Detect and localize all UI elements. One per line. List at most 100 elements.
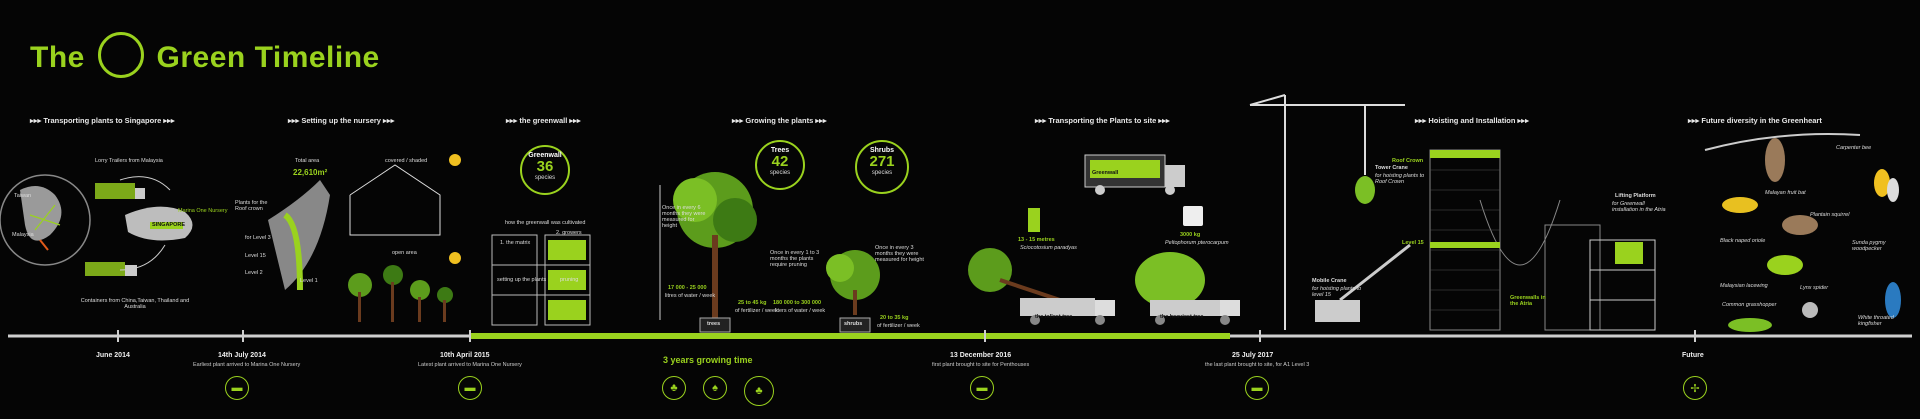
tallest-species: Sciocotosium paradyas — [1020, 245, 1077, 251]
title-main: Green Timeline — [156, 40, 380, 74]
fert-trees: 25 to 45 kg — [738, 300, 767, 306]
woodpecker-icon — [1887, 178, 1899, 202]
oriole-icon — [1722, 197, 1758, 213]
lorry-icon — [95, 183, 135, 199]
open-area-label: open area — [392, 250, 417, 256]
section-transport: ▸▸▸ Transporting plants to Singapore ▸▸▸ — [30, 116, 175, 125]
level2-label: Level 2 — [245, 270, 263, 276]
trees-badge-label: Trees — [770, 147, 790, 154]
greenwalls-atria-label: Greenwalls in the Atria — [1510, 295, 1546, 307]
tallest-height: 13 - 15 metres — [1018, 237, 1055, 243]
greenwall-truck-icon — [1084, 154, 1185, 195]
growing-time-label: 3 years growing time — [663, 355, 753, 365]
shrubs-tag: shrubs — [844, 321, 863, 327]
asia-map-shape — [20, 186, 62, 241]
mobile-crane-label: Mobile Crane — [1312, 278, 1347, 284]
growing-note-2: Once in every 1 to 3 months the plants r… — [770, 250, 820, 268]
timeline-desc: the last plant brought to site, for A1 L… — [1205, 362, 1310, 368]
trees-badge-num: 42 — [771, 153, 789, 170]
shrubs-badge-species: species — [871, 170, 893, 176]
lifting-label: Lifting Platform — [1615, 193, 1656, 199]
singapore-label: SINGAPORE — [152, 222, 186, 228]
taiwan-label: Taiwan — [14, 193, 32, 199]
heaviest-weight: 3000 kg — [1180, 232, 1201, 238]
total-area-label: Total area — [295, 158, 320, 164]
level3-label: for Level 3 — [245, 235, 271, 241]
greenwall-pruning: pruning — [560, 277, 579, 283]
trees-badge: Trees 42 species — [755, 140, 805, 190]
shrubs-badge-num: 271 — [869, 153, 895, 170]
greenwall-badge-num: 36 — [536, 158, 554, 175]
growing-period-bar — [470, 333, 1230, 339]
fert-shrubs-unit: of fertilizer / week — [877, 323, 920, 329]
section-future: ▸▸▸ Future diversity in the Greenheart — [1688, 116, 1822, 125]
water-trees-unit: litres of water / week — [665, 293, 716, 299]
lorry-label: Lorry Trailers from Malaysia — [95, 158, 163, 164]
water-shrubs: 180 000 to 300 000 — [773, 300, 822, 306]
containers-label: Containers from China,Taiwan, Thailand a… — [80, 298, 190, 310]
tower-crane-note: for hoisting plants to Roof Crown — [1375, 173, 1425, 185]
shrubs-badge-label: Shrubs — [869, 147, 895, 154]
greenwall-truck-label: Greenwall — [1092, 170, 1119, 176]
malaysia-label: Malaysia — [12, 232, 34, 238]
heaviest-label: the heaviest tree — [1160, 314, 1204, 320]
timeline-date: June 2014 — [96, 352, 130, 359]
timeline-date: 10th April 2015 — [440, 352, 490, 359]
lifting-note: for Greenwall installation in the Atria — [1612, 201, 1666, 213]
title-pre: The — [30, 40, 85, 74]
species-label: Plantain squirrel — [1810, 212, 1850, 218]
greenwall-racks — [491, 234, 591, 326]
species-label: Sunda pygmy woodpecker — [1852, 240, 1886, 252]
species-label: Malaysian lacewing — [1720, 283, 1768, 289]
species-label: White throated kingfisher — [1858, 315, 1894, 327]
timeline-desc: Earliest plant arrived to Marina One Nur… — [193, 362, 301, 368]
page-title: The Green Timeline — [30, 32, 380, 82]
timeline-desc: Latest plant arrived to Marina One Nurse… — [418, 362, 522, 368]
level1-label: Level 1 — [300, 278, 318, 284]
roof-plants-label: Plants for the Roof crown — [235, 200, 268, 212]
species-label: Lynx spider — [1800, 285, 1829, 291]
truck-icon: ▬ — [970, 376, 994, 400]
growing-note-3: Once in every 3 months they were measure… — [875, 245, 924, 263]
sun-icon-2 — [449, 252, 461, 264]
globe-icon — [0, 174, 91, 266]
mobile-crane-icon — [1339, 243, 1411, 302]
sun-icon — [449, 154, 461, 166]
tower-crane-icon — [1249, 94, 1405, 330]
height-icon — [1028, 208, 1040, 232]
greenwall-badge-species: species — [534, 175, 556, 181]
species-label: Carpenter bee — [1836, 145, 1872, 151]
level15-hoist-label: Level 15 — [1402, 240, 1424, 246]
greenwall-setting: setting up the plants — [497, 277, 547, 283]
section-nursery: ▸▸▸ Setting up the nursery ▸▸▸ — [288, 116, 395, 125]
truck-icon: ▬ — [225, 376, 249, 400]
roof-crown-label: Roof Crown — [1392, 158, 1424, 164]
section-hoisting: ▸▸▸ Hoisting and Installation ▸▸▸ — [1415, 116, 1529, 125]
water-trees: 17 000 - 25 000 — [668, 285, 707, 291]
species-label: Common grasshopper — [1722, 302, 1777, 308]
nursery-plants — [348, 265, 453, 322]
truck-icon: ▬ — [1245, 376, 1269, 400]
marina-label: Marina One Nursery — [178, 208, 228, 214]
branch — [1704, 133, 1861, 151]
shrubs-badge: Shrubs 271 species — [855, 140, 909, 194]
total-area-value: 22,610m² — [293, 168, 328, 177]
species-label: Black naped oriole — [1720, 238, 1766, 244]
heaviest-tree-truck — [1135, 252, 1240, 325]
trees-badge-species: species — [769, 170, 791, 176]
timeline-date: 13 December 2016 — [950, 352, 1012, 359]
squirrel-icon — [1782, 215, 1818, 235]
timeline-date: Future — [1682, 352, 1704, 359]
grasshopper-icon — [1728, 318, 1772, 332]
container-icon — [85, 262, 125, 276]
covered-label: covered / shaded — [385, 158, 428, 164]
plants-icon: ♠ — [703, 376, 727, 400]
fert-shrubs: 20 to 35 kg — [880, 315, 909, 321]
lynx-spider-icon — [1802, 302, 1818, 318]
kingfisher-icon — [1885, 282, 1901, 318]
greenwall-how: how the greenwall was cultivated — [505, 220, 586, 226]
carpenter-bee-icon — [1874, 169, 1890, 197]
tree-icon: ♣ — [744, 376, 774, 406]
shade-house-icon — [349, 164, 441, 236]
